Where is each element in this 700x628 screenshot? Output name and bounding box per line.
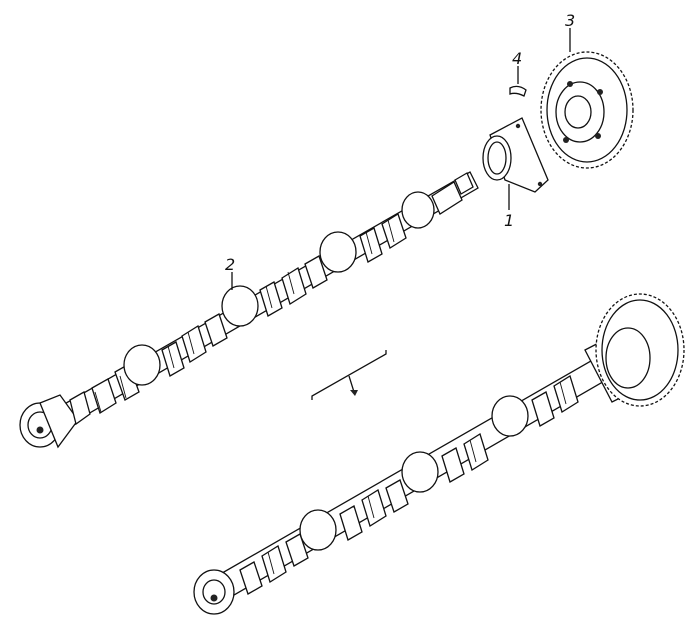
leader-lines (231, 28, 571, 290)
callout-2: 2 (225, 255, 235, 274)
woodruff-key-part (509, 85, 527, 97)
upper-cam-lobes (69, 181, 463, 426)
camshaft-gear-part (540, 51, 634, 169)
callout-3: 3 (565, 11, 575, 30)
upper-camshaft (19, 171, 479, 449)
bearing-flange-part (482, 117, 549, 193)
lower-camshaft-assembly (193, 293, 685, 615)
view-direction-symbol (311, 350, 387, 400)
callout-4: 4 (512, 49, 522, 68)
callout-1: 1 (504, 211, 514, 230)
